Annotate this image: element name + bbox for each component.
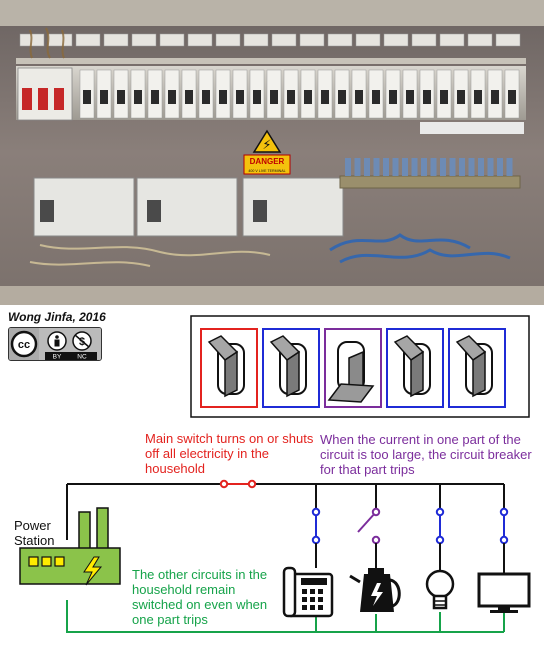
switch-on [263,329,319,407]
circuit-breaker [501,484,507,574]
danger-sign-title: DANGER [250,157,285,166]
distribution-board-photo: ⚡ DANGER 400 V LIVE TERMINAL [0,0,544,305]
breaker-trip-note: When the current in one part of the circ… [320,432,542,477]
switch-tripped [325,329,381,407]
circuit-breaker [313,484,319,568]
tripped-breaker [358,484,379,568]
rcd-module [34,178,343,236]
switch-on [449,329,505,407]
monitor-icon [479,574,529,613]
circuit-breaker [437,484,443,571]
telephone-icon [284,568,332,616]
power-station-label: Power Station [14,518,74,548]
switch-on [387,329,443,407]
main-switch-note: Main switch turns on or shuts off all el… [145,431,330,476]
light-bulb-icon [427,571,453,608]
danger-sign-subtitle: 400 V LIVE TERMINAL [248,169,285,173]
switch-main-on [201,329,257,407]
svg-text:⚡: ⚡ [262,138,271,153]
kettle-icon [350,568,399,612]
other-circuits-note: The other circuits in the household rema… [132,567,282,627]
main-switch [220,481,256,487]
